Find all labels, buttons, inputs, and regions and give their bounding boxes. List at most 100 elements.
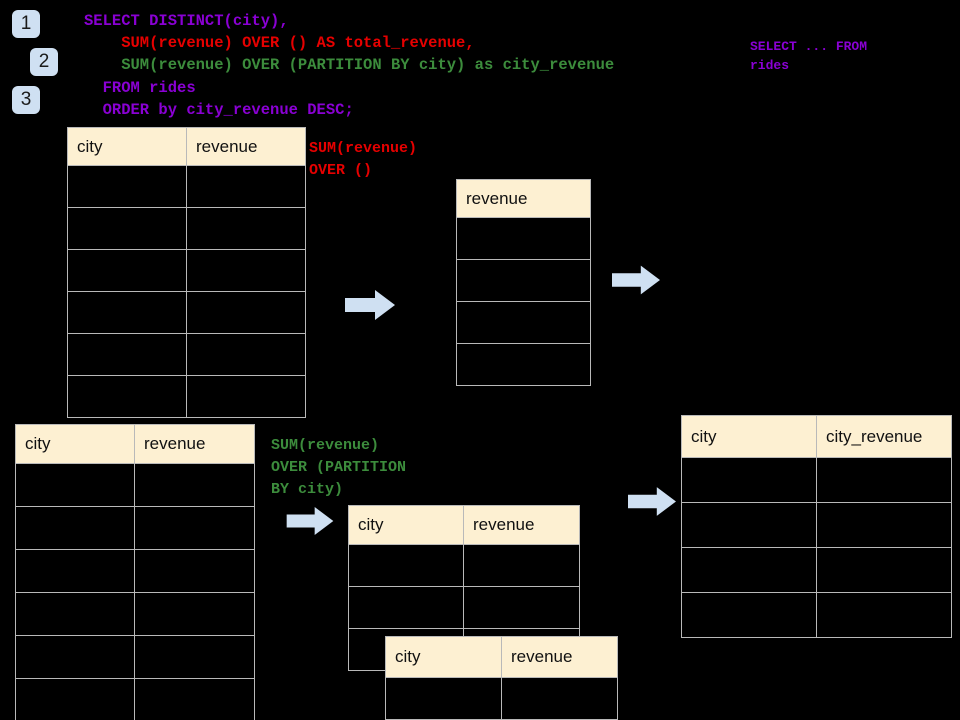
sidenote-select-from-rides: SELECT ... FROM rides [750,39,875,73]
column-header-city: city [67,127,187,166]
column-header-city-revenue: city_revenue [816,415,952,458]
table-row [15,678,255,720]
table-cell [15,635,135,679]
column-header-city: city [681,415,817,458]
table-cell [456,301,591,344]
table-cell [186,207,306,250]
table-row [681,547,952,593]
table-row [15,635,255,679]
table-header-row: city city_revenue [681,415,952,458]
table-cell [15,549,135,593]
table-row [456,217,591,260]
sql-line-total-revenue: SUM(revenue) OVER () AS total_revenue, [84,34,475,52]
table-cell [67,207,187,250]
table-row [15,506,255,550]
table-row [681,592,952,638]
table-cell [67,375,187,418]
annotation-over-empty: SUM(revenue) OVER () [309,140,418,179]
result-table: city city_revenue [681,415,952,638]
table-row [67,207,306,250]
table-row [681,457,952,503]
table-cell [134,592,255,636]
rides-source-table: city revenue [67,127,306,418]
table-cell [186,291,306,334]
table-cell [816,592,952,638]
sql-line-order-by: ORDER by city_revenue DESC; [84,101,354,119]
table-cell [186,165,306,208]
table-cell [186,249,306,292]
column-header-revenue: revenue [501,636,618,678]
table-header-row: revenue [456,179,591,218]
table-cell [501,677,618,720]
step-badge-1: 1 [12,10,40,38]
table-cell [134,635,255,679]
table-cell [15,678,135,720]
table-row [456,259,591,302]
table-cell [456,343,591,386]
table-cell [816,547,952,593]
arrow-source-to-partition [286,507,334,535]
column-header-city: city [15,424,135,464]
step-badge-2: 2 [30,48,58,76]
column-header-revenue: revenue [456,179,591,218]
table-cell [456,217,591,260]
table-header-row: city revenue [15,424,255,464]
column-header-city: city [348,505,464,545]
table-cell [15,463,135,507]
arrow-total-to-result [612,265,660,295]
table-row [67,291,306,334]
arrow-source-to-total [345,290,395,320]
column-header-revenue: revenue [186,127,306,166]
table-row [456,301,591,344]
column-header-city: city [385,636,502,678]
table-cell [186,333,306,376]
column-header-revenue: revenue [463,505,580,545]
table-cell [463,544,580,587]
table-row [67,249,306,292]
arrow-partition-to-result [628,487,676,516]
table-cell [134,463,255,507]
table-cell [463,586,580,629]
table-row [456,343,591,386]
table-row [681,502,952,548]
table-cell [134,549,255,593]
annotation-over-partition: SUM(revenue) OVER (PARTITION BY city) [271,437,407,498]
table-row [15,463,255,507]
table-header-row: city revenue [348,505,580,545]
column-header-revenue: revenue [134,424,255,464]
sql-line-city-revenue: SUM(revenue) OVER (PARTITION BY city) as… [84,56,615,74]
table-row [67,333,306,376]
table-cell [816,457,952,503]
table-row [348,586,580,629]
table-cell [67,291,187,334]
table-cell [15,506,135,550]
table-header-row: city revenue [67,127,306,166]
table-cell [134,506,255,550]
table-row [67,165,306,208]
total-revenue-table: revenue [456,179,591,386]
table-cell [681,457,817,503]
table-cell [385,677,502,720]
table-row [385,677,618,720]
table-cell [67,333,187,376]
table-cell [681,547,817,593]
table-row [15,549,255,593]
table-cell [67,165,187,208]
table-cell [816,502,952,548]
sql-line-select: SELECT DISTINCT(city), [84,12,289,30]
sql-line-from: FROM rides [84,79,196,97]
table-row [67,375,306,418]
table-header-row: city revenue [385,636,618,678]
table-row [15,592,255,636]
table-cell [348,586,464,629]
table-cell [186,375,306,418]
step-badge-3: 3 [12,86,40,114]
partition-group-table-front: city revenue [385,636,618,720]
table-cell [134,678,255,720]
rides-source-table-partition: city revenue [15,424,255,720]
table-row [348,544,580,587]
table-cell [681,502,817,548]
table-cell [456,259,591,302]
table-cell [15,592,135,636]
